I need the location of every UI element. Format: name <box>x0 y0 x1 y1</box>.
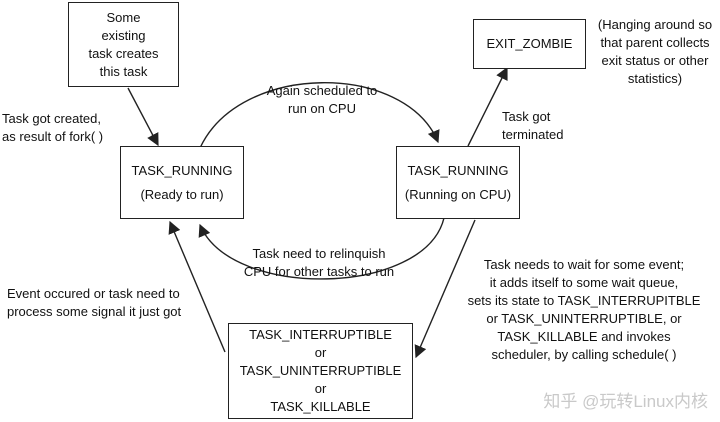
label-relinquish: Task need to relinquish CPU for other ta… <box>243 246 395 279</box>
edge-terminate <box>467 66 508 147</box>
label-terminated: Task got terminated <box>502 109 564 142</box>
edge-create <box>127 87 159 147</box>
node-exit-zombie: EXIT_ZOMBIE <box>473 19 586 69</box>
watermark: 知乎 @玩转Linux内核 <box>543 392 708 411</box>
label-zombie-note: (Hanging around so that parent collects … <box>597 17 713 86</box>
label-wait-note: Task needs to wait for some event; it ad… <box>467 257 701 362</box>
label-created: Task got created, as result of fork( ) <box>2 111 104 144</box>
label-event: Event occured or task need to process so… <box>7 286 182 319</box>
edge-event <box>168 220 226 353</box>
node-existing-task: Some existing task creates this task <box>68 2 179 87</box>
edge-schedule <box>199 82 440 149</box>
edge-wait <box>414 219 476 359</box>
node-task-running-ready: TASK_RUNNING (Ready to run) <box>120 146 244 219</box>
edge-relinquish <box>198 217 445 280</box>
node-task-running-cpu: TASK_RUNNING (Running on CPU) <box>396 146 520 219</box>
node-task-wait-states: TASK_INTERRUPTIBLE or TASK_UNINTERRUPTIB… <box>228 323 413 419</box>
label-scheduled: Again scheduled to run on CPU <box>266 83 378 116</box>
